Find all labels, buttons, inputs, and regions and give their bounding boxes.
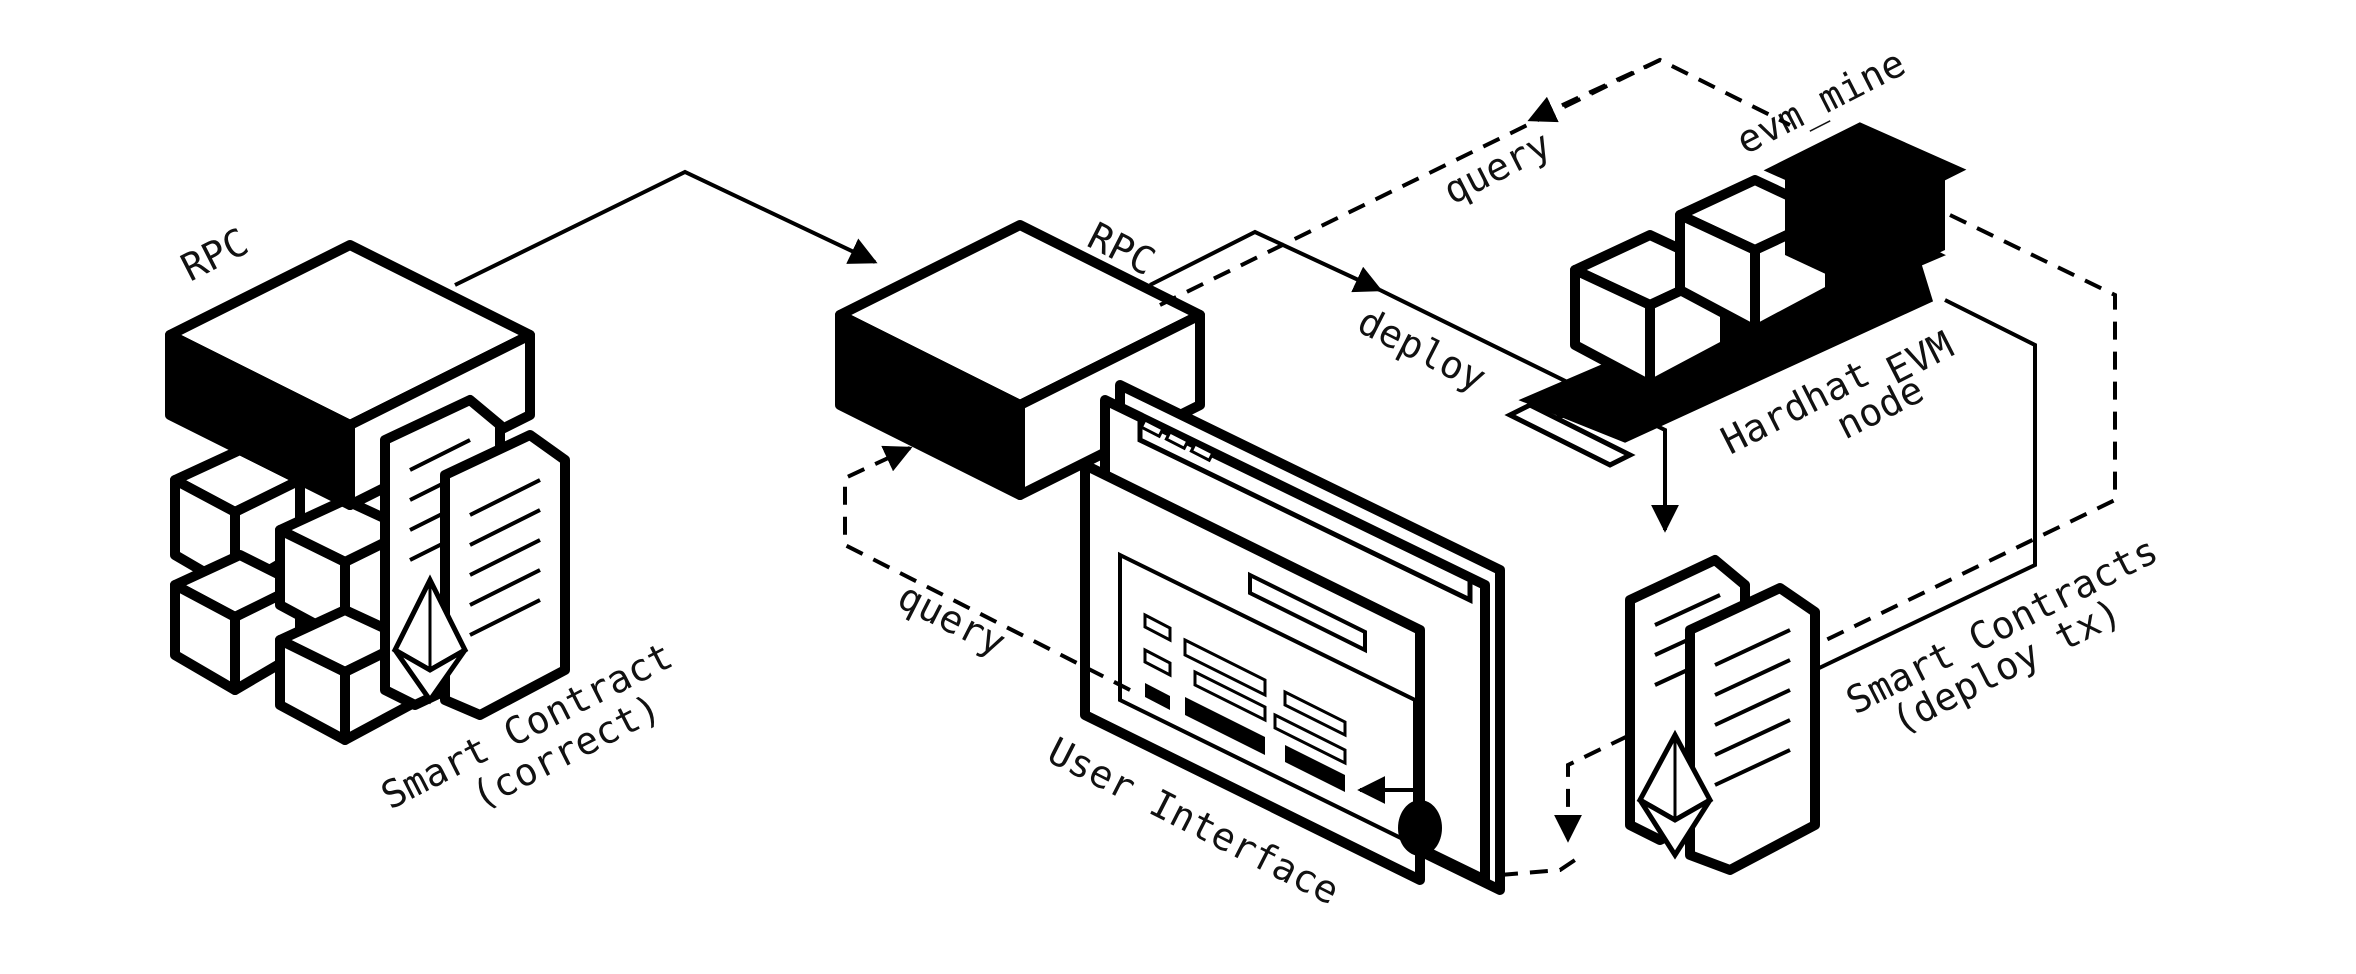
ethereum-icon — [1636, 729, 1714, 860]
evm-mine-loop — [1554, 213, 2117, 843]
deploy-arrow-down — [1379, 288, 1679, 533]
ui-return-dash — [1499, 858, 1577, 877]
deploy-arrow — [1149, 229, 1383, 293]
user-interface-window — [1080, 460, 1442, 885]
deploy-label: deploy — [1351, 299, 1493, 401]
evm-return-line — [1814, 298, 2037, 672]
hardhat-node — [1504, 122, 1967, 468]
document-icon — [1685, 583, 1820, 875]
rpc-link-arrow — [454, 169, 878, 287]
block-cube-icon — [1763, 122, 1967, 290]
query-top-label: query — [1436, 122, 1558, 213]
query-top-arrowhead — [1527, 58, 1661, 123]
query-bottom-label: query — [891, 574, 1013, 665]
ethereum-icon — [391, 574, 469, 705]
rpc-left-label: RPC — [174, 220, 255, 290]
left-rpc-stack — [165, 240, 570, 745]
block-cube-icon — [170, 445, 305, 595]
document-icon — [440, 430, 570, 720]
record-dot-icon — [1398, 800, 1442, 856]
deploy-tx-documents — [1625, 555, 1820, 875]
query-bottom-arrow — [843, 445, 1131, 692]
